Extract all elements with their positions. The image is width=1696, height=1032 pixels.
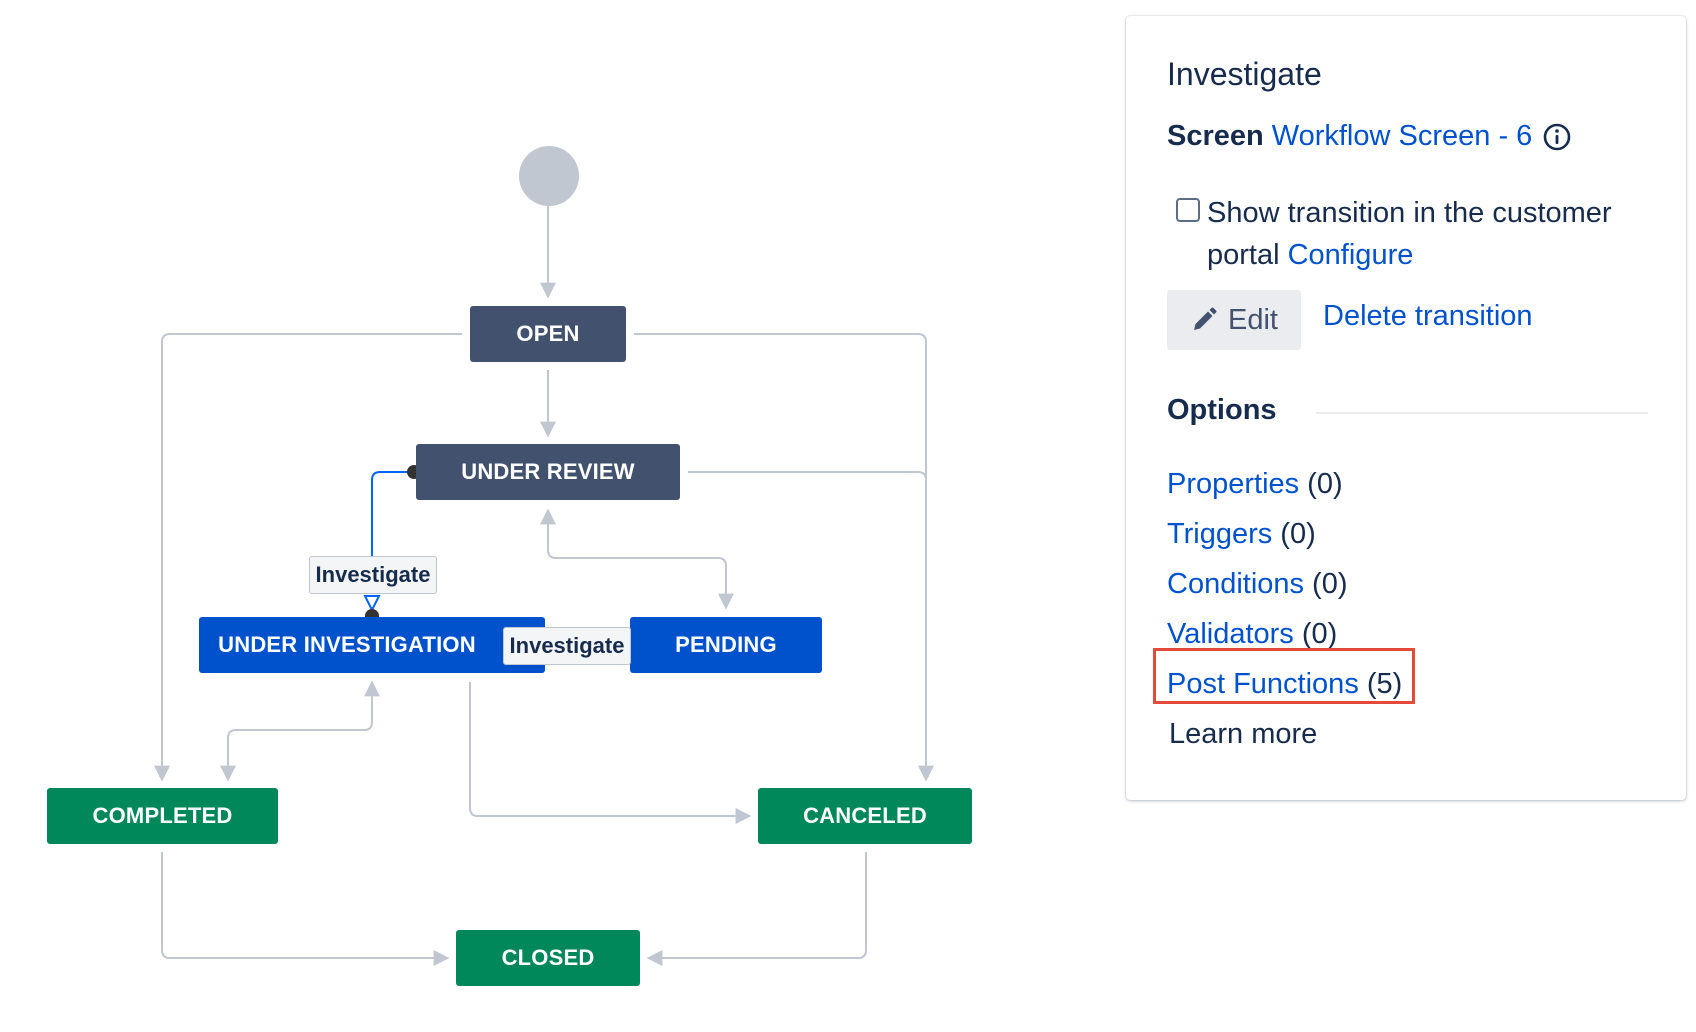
status-pending[interactable]: PENDING [630,617,822,673]
info-icon[interactable] [1542,122,1572,152]
selected-transition-investigate[interactable] [363,465,421,623]
options-heading: Options [1167,394,1287,427]
configure-link[interactable]: Configure [1287,239,1414,271]
status-open[interactable]: OPEN [470,306,626,362]
screen-label: Screen [1167,120,1264,152]
delete-transition-link[interactable]: Delete transition [1323,300,1533,332]
screen-row: Screen Workflow Screen - 6 [1167,120,1572,153]
conditions-link[interactable]: Conditions [1167,568,1305,600]
status-under-review-label: UNDER REVIEW [461,459,635,484]
arrow-open-completed [154,333,462,782]
transition-label-investigate[interactable]: Investigate [309,556,437,594]
transition-label-investigate-pending[interactable]: Investigate [503,627,631,665]
edit-button-label: Edit [1228,303,1278,336]
post-functions-link[interactable]: Post Functions [1167,668,1359,700]
conditions-count: (0) [1312,568,1348,600]
customer-portal-label: Show transition in the customer portal [1207,197,1612,271]
screen-link[interactable]: Workflow Screen - 6 [1271,120,1533,152]
arrow-completed-closed [161,852,450,966]
arrow-canceled-closed [646,852,867,966]
arrow-open-canceled [634,333,934,782]
triggers-count: (0) [1280,518,1316,550]
transition-arrows [154,206,934,966]
option-validators: Validators(0) [1167,618,1337,651]
option-properties: Properties(0) [1167,468,1343,501]
status-pending-label: PENDING [675,632,777,657]
customer-portal-text: Show transition in the customer portal C… [1207,192,1657,276]
status-open-label: OPEN [516,321,580,346]
status-closed-label: CLOSED [501,945,595,970]
properties-count: (0) [1307,468,1343,500]
transition-label-investigate-pending-text: Investigate [509,633,625,658]
customer-portal-checkbox[interactable] [1176,198,1200,222]
learn-more-link[interactable]: Learn more [1169,718,1318,750]
arrow-review-pending [540,508,734,610]
pencil-icon [1194,307,1217,330]
status-completed[interactable]: COMPLETED [47,788,278,844]
status-under-investigation-label: UNDER INVESTIGATION [218,632,476,657]
workflow-diagram: OPEN UNDER REVIEW UNDER INVESTIGATION PE… [47,146,972,986]
transition-label-investigate-text: Investigate [315,562,431,587]
status-canceled-label: CANCELED [803,803,927,828]
post-functions-highlight [1153,648,1415,704]
option-triggers: Triggers(0) [1167,518,1316,551]
post-functions-count: (5) [1366,668,1403,700]
validators-count: (0) [1301,618,1338,650]
status-completed-label: COMPLETED [92,803,233,828]
status-under-review[interactable]: UNDER REVIEW [416,444,680,500]
panel-title: Investigate [1167,56,1322,92]
arrow-investigation-canceled [469,682,752,824]
properties-link[interactable]: Properties [1167,468,1300,500]
option-conditions: Conditions(0) [1167,568,1347,601]
options-divider [1316,412,1648,414]
validators-link[interactable]: Validators [1167,618,1294,650]
start-node [519,146,579,206]
option-post-functions: Post Functions(5) [1167,668,1402,701]
status-canceled[interactable]: CANCELED [758,788,972,844]
transition-details-panel: Investigate Screen Workflow Screen - 6 S… [1126,16,1686,800]
status-under-investigation[interactable]: UNDER INVESTIGATION [199,617,545,673]
status-closed[interactable]: CLOSED [456,930,640,986]
triggers-link[interactable]: Triggers [1167,518,1273,550]
arrow-review-canceled [688,471,927,481]
arrow-investigation-completed [220,680,380,782]
edit-button[interactable]: Edit [1167,290,1301,350]
